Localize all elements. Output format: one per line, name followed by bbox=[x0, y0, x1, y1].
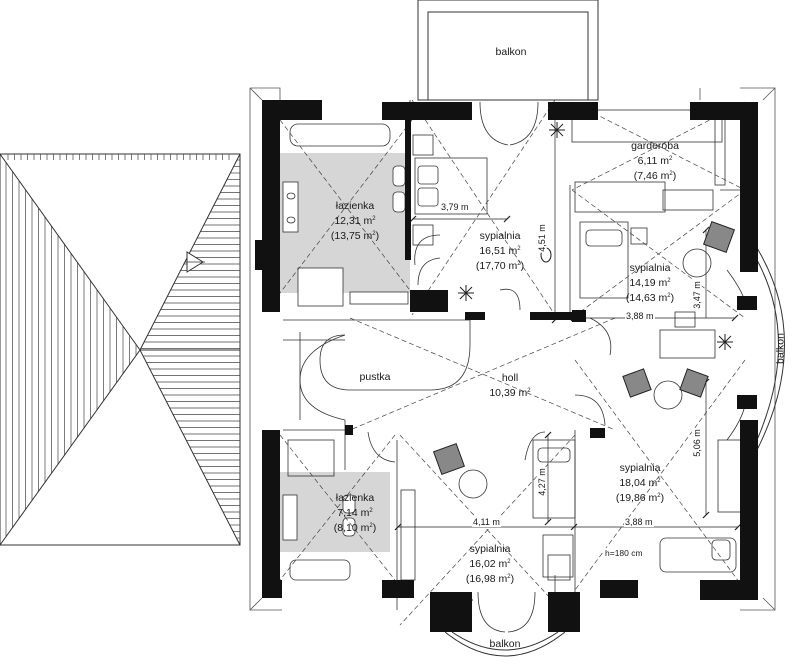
room-name: balkon bbox=[489, 638, 521, 650]
room-area: 16,51 m2 bbox=[479, 245, 521, 257]
room-label-balkon-top: balkon bbox=[486, 46, 536, 59]
room-label-garderoba: garderoba 6,11 m2 (7,46 m2) bbox=[610, 140, 700, 183]
eaves-outline bbox=[249, 87, 776, 611]
room-label-balkon-bottom: balkon bbox=[480, 638, 530, 651]
door-swings bbox=[367, 101, 746, 633]
room-area-gross: (14,63 m2) bbox=[625, 292, 675, 304]
interior-lines bbox=[282, 100, 745, 610]
dimension-label: 4,51 m bbox=[536, 223, 547, 253]
room-label-balkon-right: balkon bbox=[775, 324, 788, 374]
room-name: balkon bbox=[495, 46, 527, 58]
room-area-gross: (7,46 m2) bbox=[633, 170, 677, 182]
room-name: sypialnia bbox=[629, 262, 671, 274]
room-label-sypialnia-bottom: sypialnia 16,02 m2 (16,98 m2) bbox=[445, 543, 535, 586]
balcony-top bbox=[417, 0, 599, 101]
room-area: 10,39 m2 bbox=[489, 387, 531, 399]
plant-icon bbox=[457, 122, 733, 608]
room-area: 12,31 m2 bbox=[334, 215, 376, 227]
dimension-label: 4,11 m bbox=[472, 517, 501, 527]
room-label-lazienka-top: łazienka 12,31 m2 (13,75 m2) bbox=[310, 200, 400, 243]
room-name: sypialnia bbox=[479, 230, 521, 242]
room-diagonals bbox=[279, 99, 746, 626]
room-area: 6,11 m2 bbox=[637, 155, 673, 167]
room-name: sypialnia bbox=[619, 462, 661, 474]
room-area: 7,14 m2 bbox=[337, 507, 373, 519]
armchair-icon bbox=[432, 220, 736, 476]
walls bbox=[255, 100, 758, 632]
roof bbox=[0, 153, 241, 546]
dimension-label: 3,79 m bbox=[440, 202, 470, 212]
room-area-gross: (17,70 m2) bbox=[475, 260, 525, 272]
room-label-sypialnia-right-top: sypialnia 14,19 m2 (14,63 m2) bbox=[605, 262, 695, 305]
room-area-gross: (16,98 m2) bbox=[465, 573, 515, 585]
roof-arrow-icon bbox=[185, 251, 205, 273]
room-area-gross: (13,75 m2) bbox=[330, 230, 380, 242]
room-area: 16,02 m2 bbox=[469, 558, 511, 570]
room-label-holl: holl 10,39 m2 bbox=[470, 372, 550, 400]
room-name: łazienka bbox=[335, 492, 375, 504]
dimension-label: 5,06 m bbox=[691, 428, 702, 458]
balcony-bottom bbox=[444, 631, 566, 657]
room-label-lazienka-bottom: łazienka 7,14 m2 (8,10 m2) bbox=[312, 492, 398, 535]
dimension-label: h=180 cm bbox=[604, 548, 644, 558]
room-name: pustka bbox=[359, 371, 391, 383]
room-name: garderoba bbox=[631, 140, 679, 152]
room-area-gross: (19,86 m2) bbox=[615, 492, 665, 504]
room-name: sypialnia bbox=[469, 543, 511, 555]
balcony-right bbox=[756, 247, 785, 451]
room-name: holl bbox=[501, 372, 519, 384]
room-area: 14,19 m2 bbox=[629, 277, 671, 289]
room-label-pustka: pustka bbox=[350, 371, 400, 384]
dimension-label: 4,27 m bbox=[536, 467, 547, 497]
room-name: łazienka bbox=[335, 200, 375, 212]
dimension-label: 3,88 m bbox=[624, 517, 654, 527]
dimension-label: 3,88 m bbox=[625, 311, 655, 321]
dimension-label: 3,47 m bbox=[691, 280, 702, 310]
bathroom-floor-bottom bbox=[280, 472, 390, 552]
room-area: 18,04 m2 bbox=[619, 477, 661, 489]
room-area-gross: (8,10 m2) bbox=[333, 522, 377, 534]
room-name: balkon bbox=[774, 333, 787, 364]
room-label-sypialnia-right-bottom: sypialnia 18,04 m2 (19,86 m2) bbox=[595, 462, 685, 505]
room-label-sypialnia-top: sypialnia 16,51 m2 (17,70 m2) bbox=[455, 230, 545, 273]
